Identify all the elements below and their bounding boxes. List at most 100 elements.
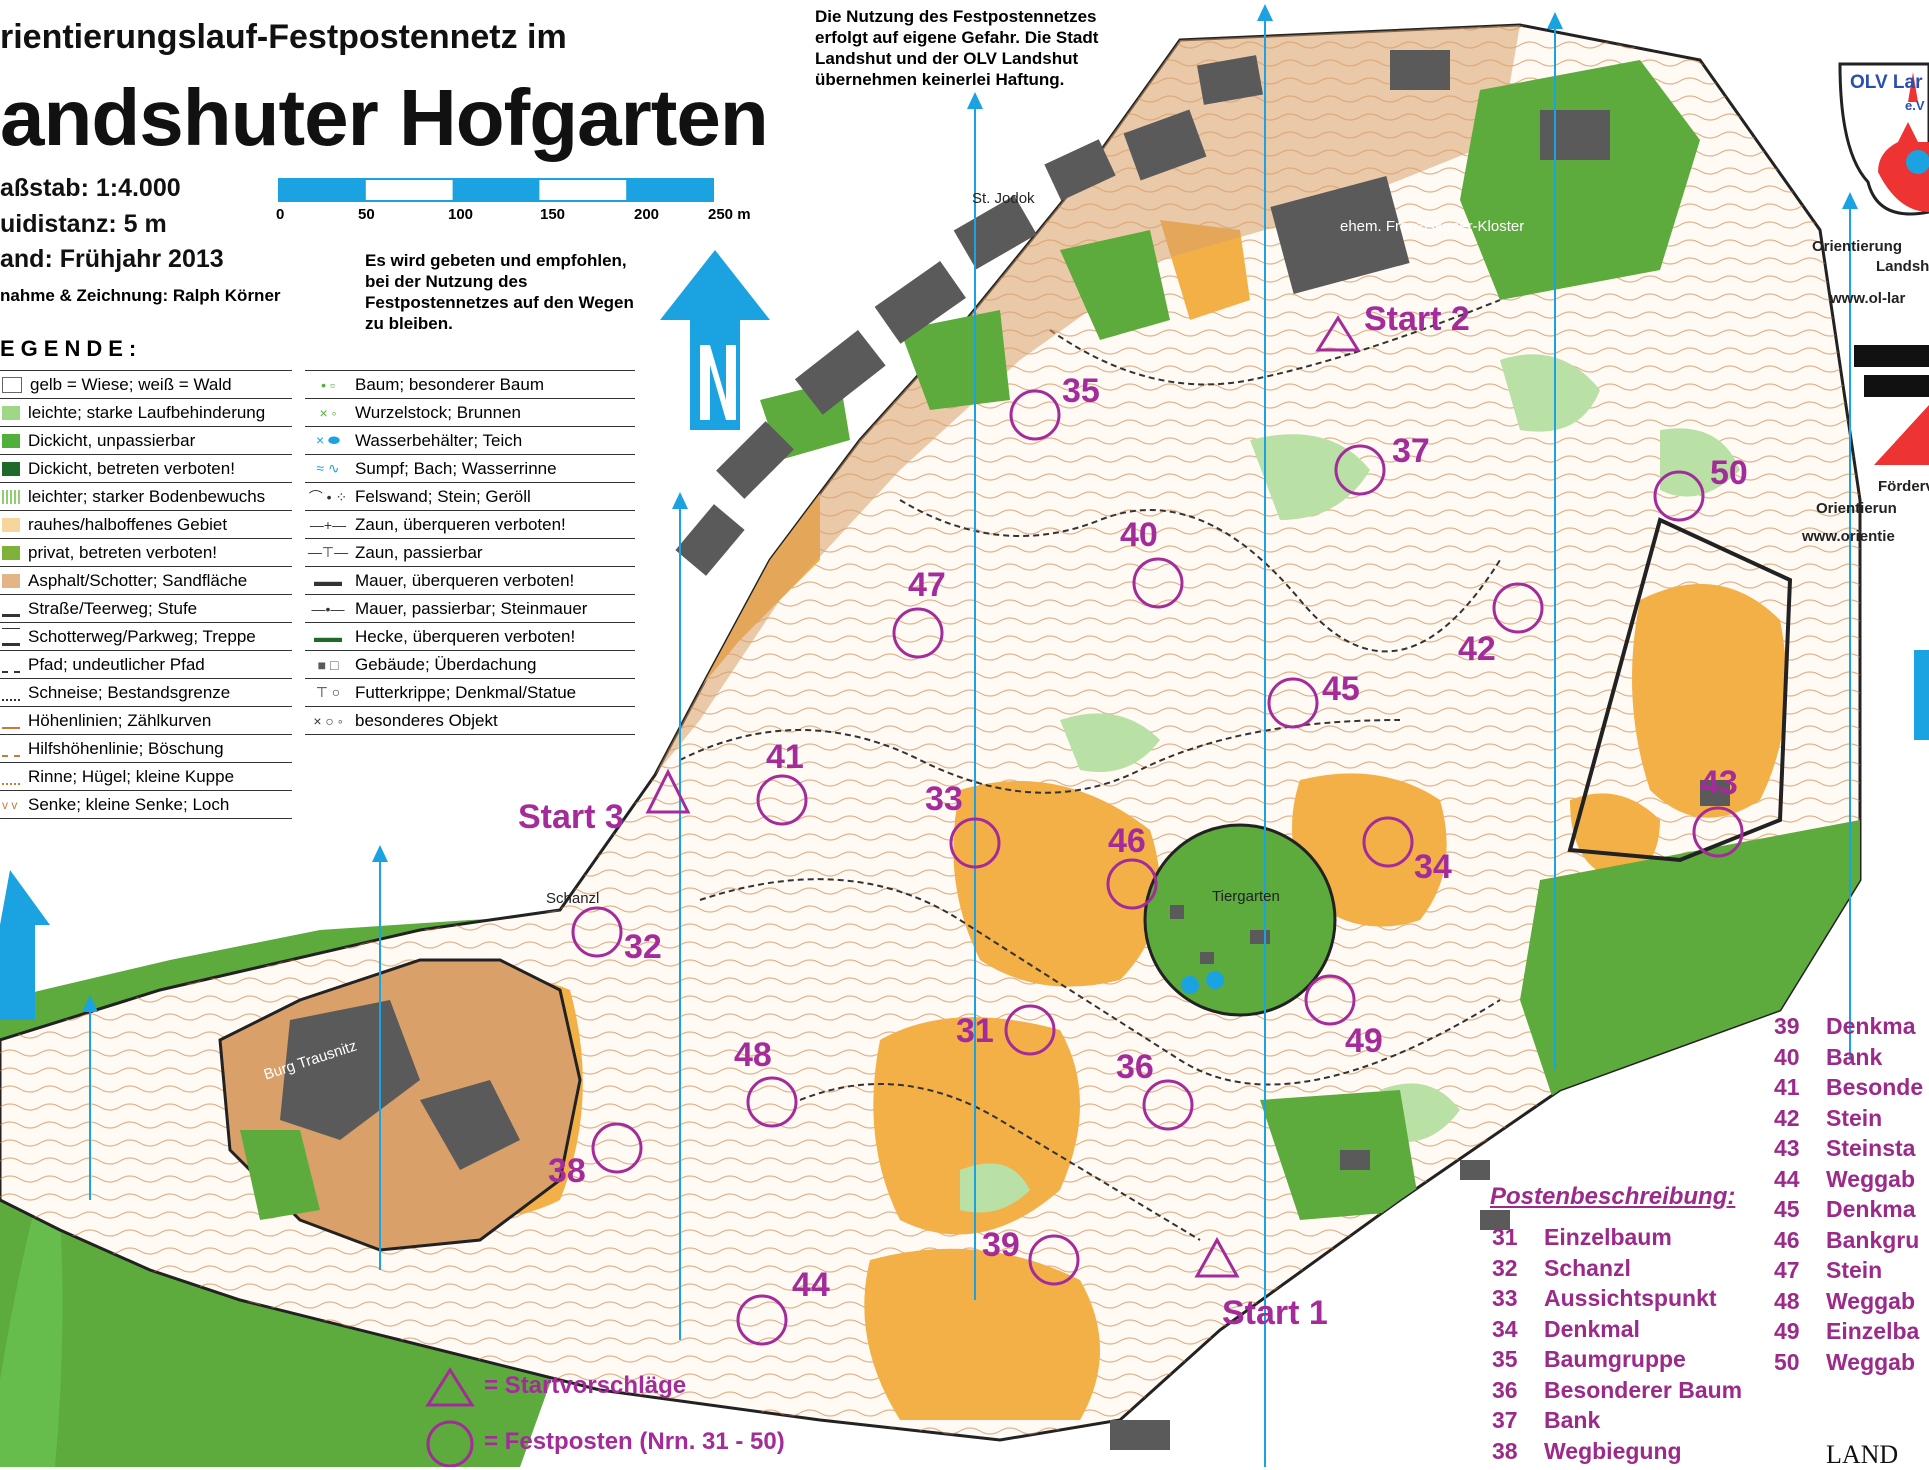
legend-item: leichte; starke Laufbehinderung xyxy=(0,399,292,427)
association-logo-icon xyxy=(1854,345,1929,465)
club-name-line2: Landsh xyxy=(1876,258,1929,275)
north-lines xyxy=(89,10,1851,1467)
legend-item: Straße/Teerweg; Stufe xyxy=(0,595,292,623)
legend-item: gelb = Wiese; weiß = Wald xyxy=(0,371,292,399)
water-icon: × ⬬ xyxy=(315,432,341,448)
start-triangle xyxy=(645,768,691,814)
scale-tick: 200 xyxy=(634,206,660,223)
north-arrow-icon xyxy=(660,250,770,430)
control-38 xyxy=(591,1122,643,1174)
root-stock-icon: × ◦ xyxy=(319,404,337,421)
key-control-circle xyxy=(426,1420,474,1467)
road-icon xyxy=(2,600,20,617)
meadow xyxy=(1570,793,1660,880)
meadow xyxy=(953,781,1160,987)
legend-item: ⊤ ○Futterkrippe; Denkmal/Statue xyxy=(305,679,635,707)
legend-item: privat, betreten verboten! xyxy=(0,539,292,567)
ride-icon xyxy=(2,685,20,701)
control-number: 45 xyxy=(1322,670,1360,708)
swatch-icon xyxy=(2,573,20,588)
club-shield-icon xyxy=(1838,62,1929,216)
control-50 xyxy=(1653,470,1705,522)
key-start-triangle xyxy=(425,1367,475,1407)
control-number: 48 xyxy=(734,1036,772,1074)
feeder-icon: ⊤ ○ xyxy=(315,684,341,700)
scale-tick: 100 xyxy=(448,206,474,223)
decorative-swoosh xyxy=(0,1150,63,1467)
control-number: 33 xyxy=(925,780,963,818)
control-36 xyxy=(1142,1079,1194,1131)
legend-item: Rinne; Hügel; kleine Kuppe xyxy=(0,763,292,791)
swatch-icon xyxy=(2,405,20,420)
legend-item: —•—Mauer, passierbar; Steinmauer xyxy=(305,595,635,623)
start-triangle xyxy=(1194,1236,1240,1278)
private-area xyxy=(1060,230,1170,340)
request-text: Es wird gebeten und empfohlen, bei der N… xyxy=(365,251,634,333)
club-website: www.ol-lar xyxy=(1830,290,1906,307)
meadow xyxy=(1632,584,1787,818)
control-number: 50 xyxy=(1710,454,1748,492)
map-label: Tiergarten xyxy=(1212,888,1280,905)
contour-icon xyxy=(2,713,20,729)
swatch-icon xyxy=(2,433,20,448)
start-label: Start 3 xyxy=(518,798,624,836)
control-number: 49 xyxy=(1345,1022,1383,1060)
legend-item: × ◦Wurzelstock; Brunnen xyxy=(305,399,635,427)
scale-tick: 250 m xyxy=(708,206,751,223)
control-number: 39 xyxy=(982,1226,1020,1264)
legend-item: Dickicht, unpassierbar xyxy=(0,427,292,455)
legend-item: —+—Zaun, überqueren verboten! xyxy=(305,511,635,539)
tiergarten-enclosure xyxy=(1143,823,1337,1017)
control-31 xyxy=(1004,1004,1056,1056)
private-area xyxy=(1460,60,1700,300)
credit-text: nahme & Zeichnung: Ralph Körner xyxy=(0,286,281,305)
key-control-text: = Festposten (Nrn. 31 - 50) xyxy=(484,1428,785,1455)
hedge-icon: ▬▬ xyxy=(314,628,342,645)
legend-item: rauhes/halboffenes Gebiet xyxy=(0,511,292,539)
gully-icon xyxy=(2,769,20,785)
key-start-text: = Startvorschläge xyxy=(484,1372,687,1399)
swatch-icon xyxy=(2,461,20,476)
special-object-icon: × ○ ◦ xyxy=(313,712,343,729)
association-line1: Förderv xyxy=(1878,478,1929,495)
control-number: 31 xyxy=(956,1012,994,1050)
scale-text: aßstab: 1:4.000 xyxy=(0,174,181,202)
private-area xyxy=(900,310,1010,410)
map-label: ehem. Franziskaner-Kloster xyxy=(1340,218,1525,235)
legend-item: Schneise; Bestandsgrenze xyxy=(0,679,292,707)
control-number: 32 xyxy=(624,928,662,966)
scale-tick: 150 xyxy=(540,206,566,223)
legend-item: Hilfshöhenlinie; Böschung xyxy=(0,735,292,763)
tree-icon: • ▫ xyxy=(321,376,335,393)
legend-item: Dickicht, betreten verboten! xyxy=(0,455,292,483)
control-number: 36 xyxy=(1116,1048,1154,1086)
control-48 xyxy=(746,1076,798,1128)
legend-item: —⊤—Zaun, passierbar xyxy=(305,539,635,567)
club-badge-line2: e.V xyxy=(1905,98,1925,113)
meadow xyxy=(873,1017,1080,1235)
legend-item: ▬▬Mauer, überqueren verboten! xyxy=(305,567,635,595)
start-label: Start 1 xyxy=(1222,1294,1328,1332)
control-number: 46 xyxy=(1108,822,1146,860)
control-41 xyxy=(756,774,808,826)
control-number: 40 xyxy=(1120,516,1158,554)
swatch-icon xyxy=(2,376,22,393)
control-37 xyxy=(1334,444,1386,496)
control-44 xyxy=(736,1294,788,1346)
status-text: and: Frühjahr 2013 xyxy=(0,245,224,273)
